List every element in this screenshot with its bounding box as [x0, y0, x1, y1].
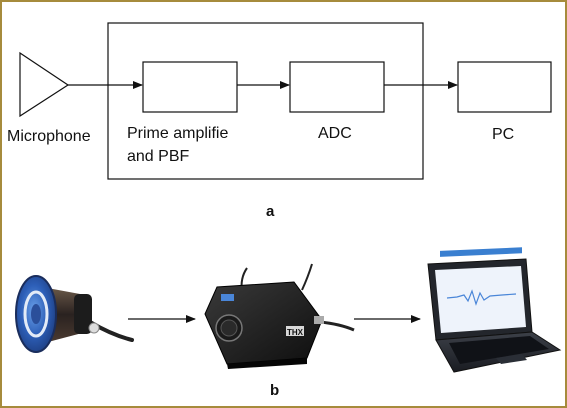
panel-label-b: b — [270, 382, 279, 399]
block-diagram: Microphone Prime amplifie and PBF ADC PC… — [7, 22, 552, 220]
pc-block — [457, 61, 552, 113]
microphone-photo — [15, 275, 134, 353]
photo-row: THX b — [15, 247, 562, 399]
label-amplifier-line2: and PBF — [127, 148, 189, 165]
panel-label-a: a — [266, 203, 275, 220]
label-pc: PC — [492, 126, 514, 143]
label-amplifier-line1: Prime amplifie — [127, 125, 228, 142]
label-microphone: Microphone — [7, 128, 91, 145]
audio-interface-photo: THX — [204, 263, 355, 369]
laptop-photo — [427, 247, 562, 373]
enclosure-box — [107, 22, 424, 180]
microphone-symbol — [19, 51, 70, 118]
label-adc: ADC — [318, 125, 352, 142]
interface-brand-badge: THX — [287, 328, 304, 337]
adc-block — [289, 61, 385, 113]
amplifier-block — [142, 61, 238, 113]
